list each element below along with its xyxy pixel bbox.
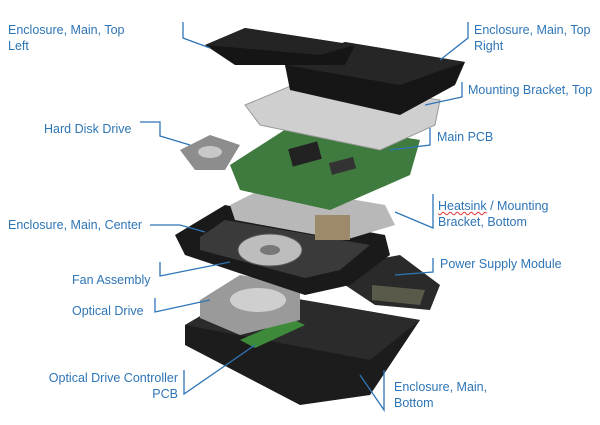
label-main-pcb: Main PCB bbox=[437, 130, 494, 144]
label-hard-disk-drive: Hard Disk Drive bbox=[44, 122, 132, 136]
label-line: Bottom bbox=[394, 396, 434, 410]
label-optical-drive-controller-pcb: Optical Drive Controller PCB bbox=[38, 370, 178, 402]
label-word: Heatsink bbox=[438, 199, 487, 213]
label-enclosure-main-top-left: Enclosure, Main, Top Left bbox=[8, 22, 125, 54]
label-enclosure-main-center: Enclosure, Main, Center bbox=[8, 218, 143, 232]
label-optical-drive: Optical Drive bbox=[72, 304, 144, 318]
label-line: Right bbox=[474, 39, 504, 53]
label-line: Enclosure, Main, Top bbox=[8, 23, 125, 37]
label-line: Enclosure, Main, Top bbox=[474, 23, 591, 37]
label-enclosure-main-top-right: Enclosure, Main, Top Right bbox=[474, 22, 591, 54]
label-line: Bracket, Bottom bbox=[438, 215, 527, 229]
label-line: Heatsink / Mounting bbox=[438, 198, 548, 214]
label-line: Left bbox=[8, 39, 29, 53]
label-power-supply-module: Power Supply Module bbox=[440, 257, 562, 271]
label-mounting-bracket-top: Mounting Bracket, Top bbox=[468, 83, 593, 97]
label-enclosure-main-bottom: Enclosure, Main, Bottom bbox=[394, 379, 487, 411]
label-line: Optical Drive Controller bbox=[48, 371, 178, 385]
leader-lines bbox=[140, 22, 469, 413]
label-word: / Mounting bbox=[486, 199, 549, 213]
label-fan-assembly: Fan Assembly bbox=[72, 273, 151, 287]
label-heatsink-mounting-bracket-bottom: Heatsink / Mounting Bracket, Bottom bbox=[438, 198, 548, 230]
optical-drive-pcb bbox=[240, 318, 305, 348]
label-line: PCB bbox=[152, 387, 178, 401]
label-line: Enclosure, Main, bbox=[394, 380, 488, 394]
heatsink-bracket bbox=[230, 185, 395, 240]
